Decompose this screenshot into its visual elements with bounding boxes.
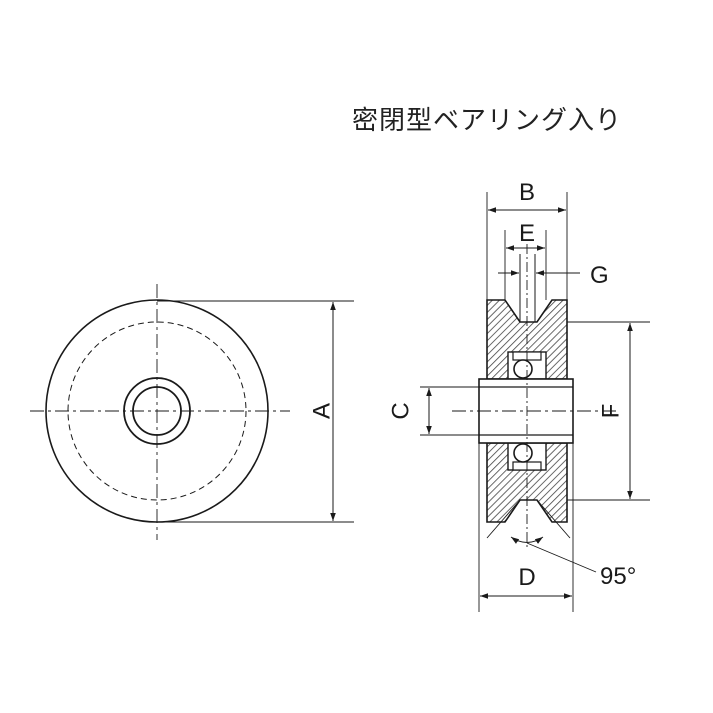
lower-bearing-ball	[513, 443, 533, 463]
angle-arc	[510, 536, 544, 544]
dimension-f-label: F	[597, 404, 624, 419]
dimension-d-label: D	[518, 564, 535, 591]
side-section-view	[420, 192, 650, 612]
dimension-g-label: G	[590, 262, 609, 289]
front-view	[30, 284, 354, 540]
dimension-b-label: B	[519, 179, 535, 206]
dimension-e-label: E	[519, 220, 535, 247]
drawing-title: 密閉型ベアリング入り	[352, 106, 623, 136]
upper-bearing-ball	[513, 359, 533, 379]
groove-bottom-dashed-circle	[67, 321, 247, 501]
dimension-a-label: A	[308, 403, 335, 419]
angle-label: 95°	[600, 563, 636, 590]
dimension-c-label: C	[387, 402, 414, 419]
angle-leader-line	[526, 542, 597, 573]
